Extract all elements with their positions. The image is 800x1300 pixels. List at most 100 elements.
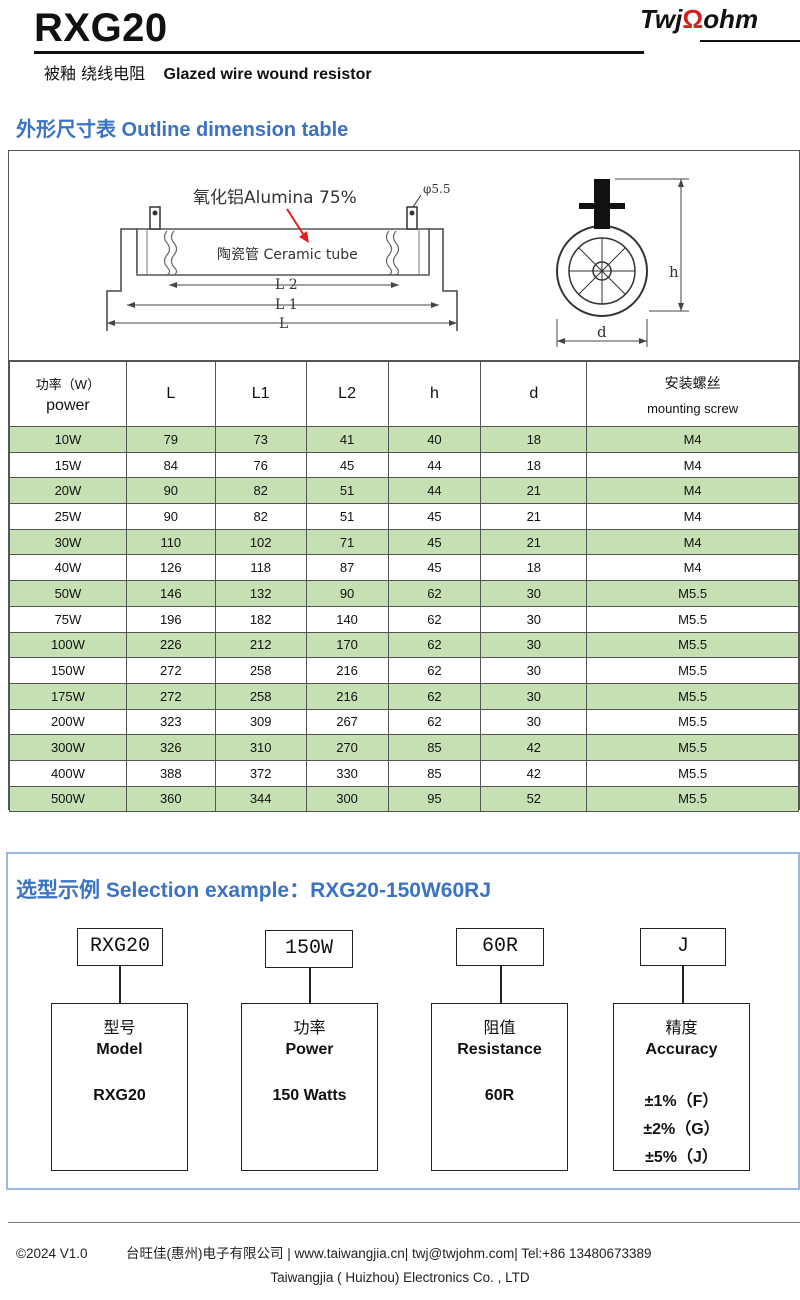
cell-h: 85 <box>387 734 482 761</box>
cell-screw: M5.5 <box>586 682 799 710</box>
cell-L1: 102 <box>214 528 307 556</box>
resistance-en: Resistance <box>457 1041 542 1058</box>
power-en: Power <box>285 1041 334 1058</box>
cell-screw: M5.5 <box>586 657 799 684</box>
col-power-en: power <box>46 396 90 414</box>
cell-d: 30 <box>480 708 588 736</box>
connector-accuracy <box>682 966 684 1003</box>
cell-L: 323 <box>125 708 216 736</box>
dimension-heading: 外形尺寸表 Outline dimension table <box>16 119 349 141</box>
connector-resistance <box>500 966 502 1003</box>
cell-L1: 82 <box>214 477 307 505</box>
col-screw: 安装螺丝 mounting screw <box>586 361 799 427</box>
cell-power: 15W <box>9 451 127 479</box>
cell-L2: 300 <box>305 785 389 813</box>
cell-screw: M4 <box>586 451 799 479</box>
cell-screw: M4 <box>586 477 799 505</box>
col-power-cn: 功率（W） <box>35 376 101 392</box>
code-accuracy: J <box>640 928 726 966</box>
cell-power: 500W <box>9 785 127 813</box>
cell-L: 84 <box>125 451 216 479</box>
cell-d: 42 <box>480 734 588 761</box>
cell-h: 45 <box>387 503 482 530</box>
code-model: RXG20 <box>77 928 163 966</box>
footer-company-en: Taiwangjia ( Huizhou) Electronics Co. , … <box>270 1270 530 1285</box>
cell-d: 18 <box>480 426 588 453</box>
selection-heading: 选型示例 Selection example：RXG20-150W60RJ <box>16 879 492 902</box>
cell-screw: M4 <box>586 426 799 453</box>
cell-L2: 51 <box>305 503 389 530</box>
cell-power: 30W <box>9 528 127 556</box>
col-screw-cn: 安装螺丝 <box>664 374 721 391</box>
col-L1: L1 <box>214 361 307 427</box>
cell-power: 300W <box>9 734 127 761</box>
cell-L: 79 <box>125 426 216 453</box>
brand-logo: TwjΩohm <box>640 4 792 40</box>
cell-screw: M4 <box>586 554 799 582</box>
cell-screw: M5.5 <box>586 785 799 813</box>
cell-L2: 216 <box>305 682 389 710</box>
power-desc-box: 功率 Power 150 Watts <box>241 1003 378 1171</box>
cell-h: 44 <box>387 477 482 505</box>
cell-screw: M4 <box>586 503 799 530</box>
col-L2: L2 <box>305 361 389 427</box>
cell-power: 25W <box>9 503 127 530</box>
model-cn: 型号 <box>103 1018 136 1037</box>
resistor-diagram: 氧化铝Alumina 75% 陶瓷管 Ceramic tube φ5.5 L 2… <box>106 178 689 347</box>
cell-L2: 71 <box>305 528 389 556</box>
cell-L1: 132 <box>214 580 307 607</box>
cell-h: 62 <box>387 580 482 607</box>
cell-L1: 76 <box>214 451 307 479</box>
cell-L2: 140 <box>305 605 389 633</box>
cell-h: 62 <box>387 605 482 633</box>
cell-d: 21 <box>480 528 588 556</box>
resistor-drawing: 氧化铝Alumina 75% 陶瓷管 Ceramic tube φ5.5 L 2… <box>9 151 799 361</box>
footer-contact: 台旺佳(惠州)电子有限公司 | www.taiwangjia.cn| twj@t… <box>126 1246 652 1261</box>
footer-copyright: ©2024 V1.0 <box>16 1246 88 1261</box>
cell-L2: 330 <box>305 759 389 787</box>
cell-d: 18 <box>480 554 588 582</box>
cell-d: 30 <box>480 682 588 710</box>
cell-h: 62 <box>387 631 482 659</box>
resistance-value: 60R <box>484 1087 515 1104</box>
cell-h: 85 <box>387 759 482 787</box>
cell-d: 21 <box>480 503 588 530</box>
d-label: d <box>597 323 607 341</box>
cell-L2: 87 <box>305 554 389 582</box>
cell-d: 30 <box>480 605 588 633</box>
cell-L: 110 <box>125 528 216 556</box>
cell-d: 30 <box>480 580 588 607</box>
code-power: 150W <box>265 930 353 968</box>
hole-diameter-label: φ5.5 <box>423 182 451 196</box>
cell-L: 272 <box>125 682 216 710</box>
table-header-row: 功率（W） power L L1 L2 h d 安装螺丝 mounting sc… <box>9 361 799 427</box>
cell-L1: 309 <box>214 708 307 736</box>
cell-power: 50W <box>9 580 127 607</box>
cell-L1: 212 <box>214 631 307 659</box>
col-h: h <box>387 361 482 427</box>
accuracy-en: Accuracy <box>645 1041 718 1058</box>
col-d: d <box>480 361 588 427</box>
cell-L1: 182 <box>214 605 307 633</box>
cell-L: 90 <box>125 477 216 505</box>
alumina-label: 氧化铝Alumina 75% <box>193 188 357 208</box>
cell-L: 272 <box>125 657 216 684</box>
cell-L2: 41 <box>305 426 389 453</box>
selection-example-box <box>6 852 800 1190</box>
cell-L1: 372 <box>214 759 307 787</box>
connector-power <box>309 968 311 1003</box>
cell-h: 45 <box>387 528 482 556</box>
cell-h: 62 <box>387 682 482 710</box>
product-subtitle: 被釉 绕线电阻 Glazed wire wound resistor <box>44 60 372 84</box>
cell-L1: 258 <box>214 657 307 684</box>
